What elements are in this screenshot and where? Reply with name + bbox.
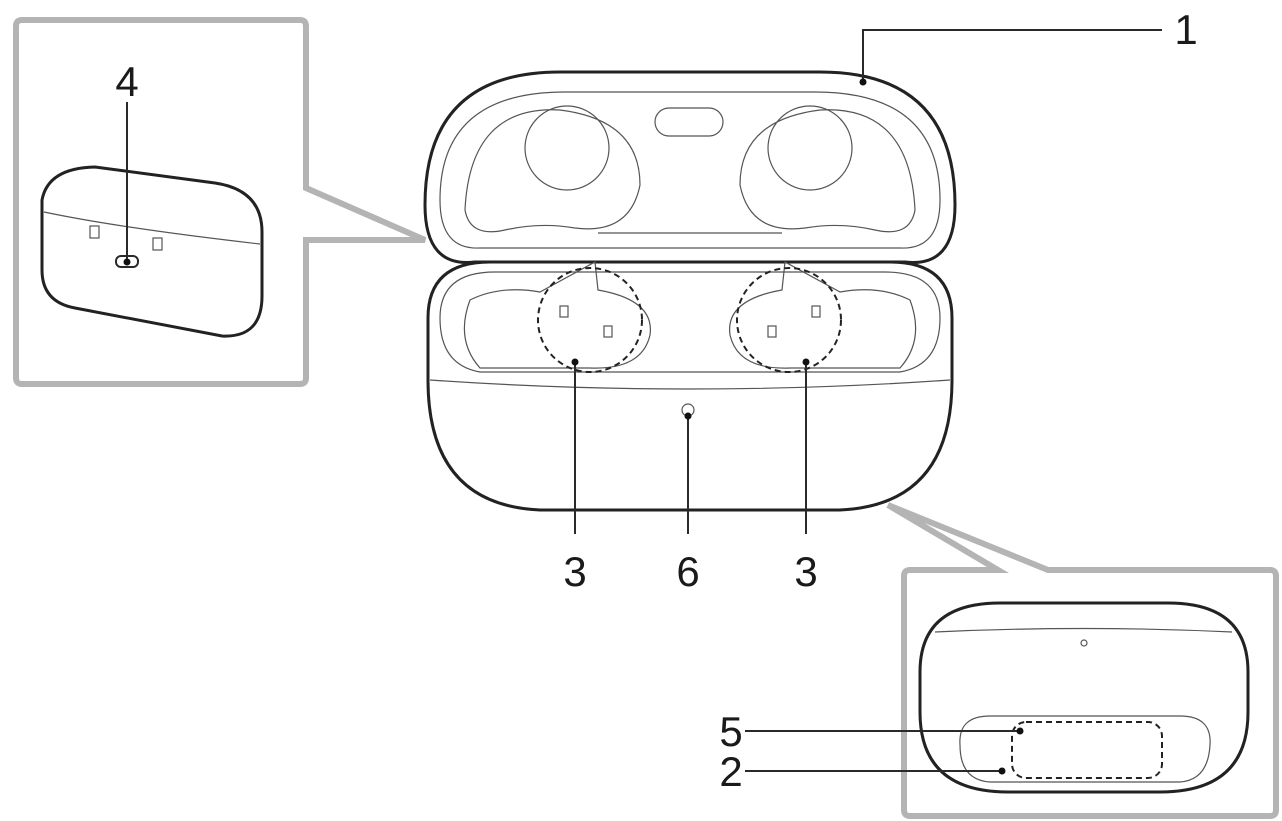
charging-contact-right: [736, 267, 842, 373]
charging-contact-left: [537, 267, 643, 373]
case-base: [426, 260, 954, 512]
wireless-charging-area: [1011, 721, 1163, 779]
case-rear-drawing: [40, 165, 264, 338]
case-bottom-drawing: [918, 601, 1250, 794]
callout-3-right: 3: [794, 548, 817, 595]
charging-case-open: 1 3 6 3: [423, 6, 1198, 595]
callout-1: 1: [1174, 6, 1197, 53]
callout-3-left: 3: [563, 548, 586, 595]
case-lid: [423, 70, 957, 265]
callout-6: 6: [676, 548, 699, 595]
inset-rear-view: 4: [13, 17, 427, 387]
callout-5: 5: [719, 708, 742, 755]
inset-bottom-view: 5 2: [719, 502, 1279, 819]
leader-1: [862, 29, 1162, 82]
callout-2: 2: [719, 748, 742, 795]
lid-magnet-slot: [654, 107, 724, 137]
callout-4: 4: [115, 58, 138, 105]
